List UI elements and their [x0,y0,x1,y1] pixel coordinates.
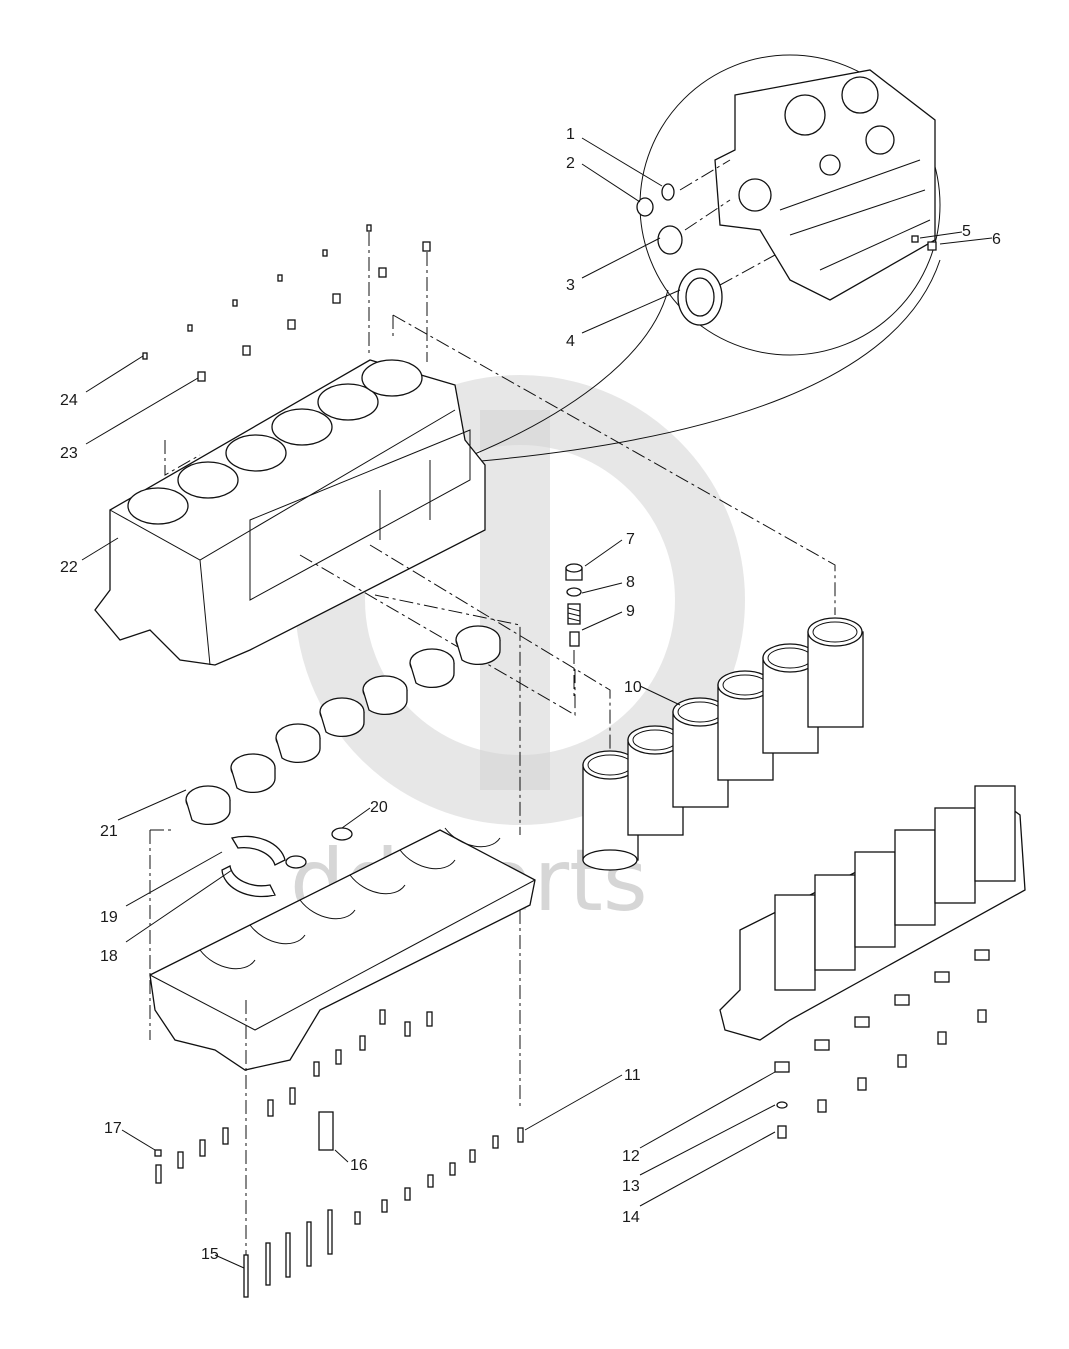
piston-cooling-nozzles [774,949,990,1139]
block-detail [714,69,936,301]
callout-6: 6 [992,231,1001,248]
callout-13: 13 [622,1178,640,1195]
part-16-dowel [318,1111,334,1151]
callout-3: 3 [566,277,575,294]
part-8-o-ring [566,587,582,597]
callout-8: 8 [626,574,635,591]
engine-block-upper [94,359,486,666]
thrust-washers [221,827,353,898]
block-with-liners [719,785,1026,1139]
cylinder-bores [127,359,423,525]
main-bearings [149,625,501,1040]
callout-leaders [81,137,993,1269]
callout-19: 19 [100,909,118,926]
callout-20: 20 [370,799,388,816]
callout-12: 12 [622,1148,640,1165]
part-6-plug [927,241,937,251]
part-20-ring [331,827,353,841]
callout-labels: 1 2 3 4 5 6 7 8 9 10 11 12 13 14 15 16 1… [60,126,1001,1263]
part-1-o-ring [661,183,675,201]
callout-5: 5 [962,223,971,240]
callout-15: 15 [201,1246,219,1263]
callout-16: 16 [350,1157,368,1174]
part-3-seal-ring [657,225,683,255]
part-2-plug [636,197,654,217]
callout-22: 22 [60,559,78,576]
callout-11: 11 [624,1067,641,1084]
callout-10: 10 [624,679,642,696]
bedplate-bolts [154,910,524,1298]
callout-14: 14 [622,1209,640,1226]
callout-17: 17 [104,1120,122,1137]
callout-18: 18 [100,948,118,965]
callout-2: 2 [566,155,575,172]
parts-7-9 [565,563,583,700]
callout-24: 24 [60,392,78,409]
callout-7: 7 [626,531,635,548]
callout-9: 9 [626,603,635,620]
callout-1: 1 [566,126,575,143]
callout-23: 23 [60,445,78,462]
liner [672,697,729,808]
liner [807,617,864,728]
detail-view [459,54,941,463]
part-5-washer [911,235,919,243]
head-bolts [142,224,431,382]
cylinder-liners [582,617,864,871]
part-9-valve [569,631,580,647]
callout-21: 21 [100,823,118,840]
callout-4: 4 [566,333,575,350]
